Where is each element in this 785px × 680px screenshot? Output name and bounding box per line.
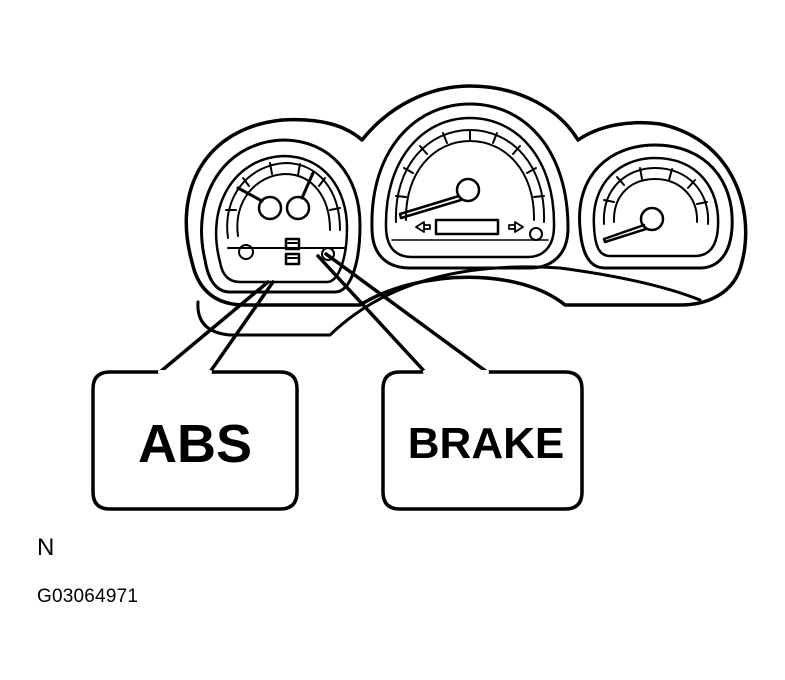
- brake-leader: [316, 252, 489, 374]
- right-gauge-pod: [578, 143, 734, 270]
- left-gauge-pod: [200, 138, 362, 294]
- indicator-lamp-left: [238, 244, 254, 260]
- speedometer-needle: [398, 194, 463, 220]
- brake-callout: BRAKE: [316, 252, 584, 511]
- left-small-dial: [257, 195, 283, 221]
- abs-warning-lamp: [284, 237, 301, 251]
- abs-leader: [158, 280, 275, 374]
- cluster-housing: [184, 84, 748, 307]
- speedometer-hub: [455, 177, 481, 203]
- abs-label: ABS: [138, 414, 252, 474]
- right-dial-needle: [300, 171, 315, 200]
- section-letter: N: [37, 534, 55, 561]
- abs-callout: ABS: [91, 280, 299, 511]
- indicator-lamp-right: [321, 247, 335, 261]
- tachometer-needle: [602, 223, 648, 244]
- brake-warning-lamp: [284, 252, 301, 266]
- tachometer-hub: [639, 206, 665, 232]
- center-indicator-lamp: [529, 227, 543, 241]
- figure-code: G03064971: [37, 586, 139, 607]
- right-small-dial: [285, 195, 311, 221]
- brake-label: BRAKE: [408, 419, 564, 468]
- left-turn-arrow-icon: [415, 221, 431, 233]
- right-turn-arrow-icon: [508, 221, 524, 233]
- dashboard-curve: [196, 265, 702, 337]
- odometer-display: [434, 218, 500, 236]
- abs-callout-box: [91, 370, 299, 511]
- center-gauge-pod: [370, 102, 570, 270]
- brake-callout-box: [381, 370, 584, 511]
- left-dial-needle: [236, 186, 264, 203]
